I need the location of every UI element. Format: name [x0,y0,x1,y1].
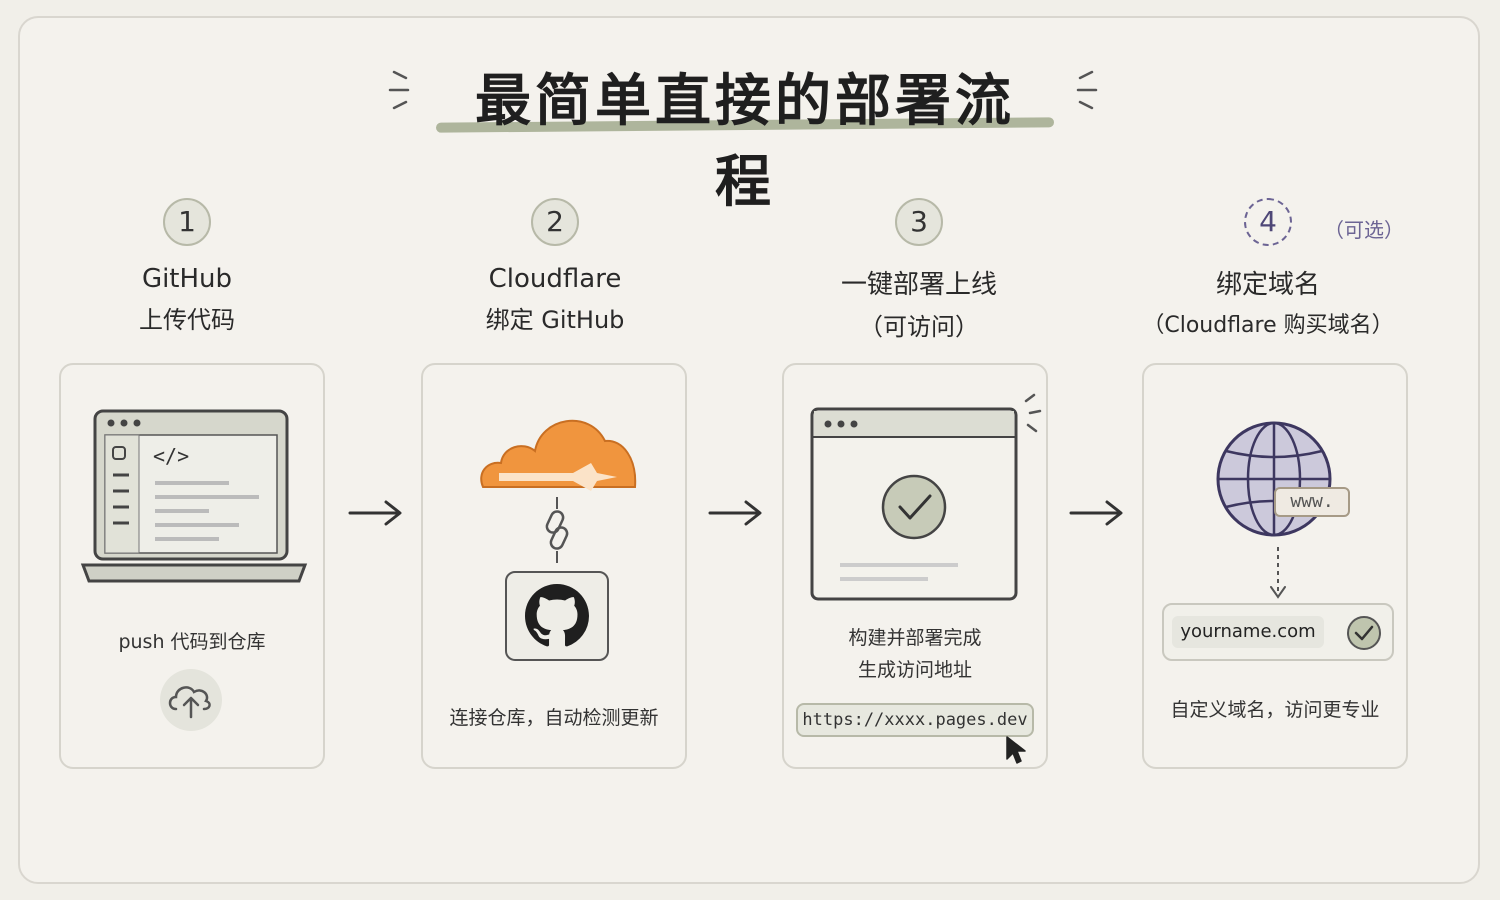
page-title: 最简单直接的部署流程 [475,68,1015,215]
step-2-sublabel: 绑定 GitHub [485,306,625,334]
browser-check-icon [810,393,1042,601]
step-1-sublabel: 上传代码 [139,306,235,334]
laptop-code-icon: </> [80,409,308,583]
step-1-card: </> push 代码到仓库 [59,363,325,769]
cloud-upload-icon [160,669,222,731]
step-3-caption-line1: 构建并部署完成 [848,627,982,649]
arrow-right-icon [348,500,402,526]
step-2-label: Cloudflare [488,264,622,294]
step-1-number: 1 [163,198,211,246]
svg-text:</>: </> [153,444,189,468]
check-icon [1347,616,1381,650]
step-3-caption-line2: 生成访问地址 [857,659,972,681]
github-icon [525,584,589,647]
globe-icon [1216,421,1332,537]
arrow-right-icon [1069,500,1123,526]
step-4-label: 绑定域名 [1215,270,1320,300]
domain-row: yourname.com [1162,603,1394,661]
step-4-card: www. yourname.com 自定义域名，访问更专业 [1142,363,1408,769]
cloudflare-cloud-icon [480,419,637,491]
title-area: 最简单直接的部署流程 [380,48,1120,215]
step-3-label: 一键部署上线 [840,270,997,300]
step-2-head: 2 Cloudflare 绑定 GitHub [405,198,705,335]
step-1-label: GitHub [141,264,233,294]
step-1-head: 1 GitHub 上传代码 [37,198,337,335]
step-4-head: 4 （可选） 绑定域名 （Cloudflare 购买域名） [1118,198,1418,339]
step-2-caption: 连接仓库，自动检测更新 [449,707,659,729]
step-4-caption: 自定义域名，访问更专业 [1170,699,1380,721]
www-badge: www. [1274,487,1350,517]
link-icon [545,497,569,563]
step-3-sublabel: （可访问） [859,313,979,341]
step-2-card: 连接仓库，自动检测更新 [421,363,687,769]
step-3-card: 构建并部署完成 生成访问地址 https://xxxx.pages.dev [782,363,1048,769]
cursor-icon [1006,736,1026,764]
step-3-head: 3 一键部署上线 （可访问） [769,198,1069,342]
step-3-number: 3 [895,198,943,246]
step-1-caption: push 代码到仓库 [118,631,266,653]
step-2-number: 2 [531,198,579,246]
step-4-number: 4 [1244,198,1292,246]
arrow-down-icon [1270,547,1286,599]
domain-field[interactable]: yourname.com [1172,616,1324,648]
right-spark-icon [1076,70,1098,110]
left-spark-icon [388,70,410,110]
step-4-sublabel: （Cloudflare 购买域名） [1142,313,1394,338]
optional-tag: （可选） [1324,218,1404,242]
pages-url[interactable]: https://xxxx.pages.dev [796,703,1034,737]
github-tile [505,571,609,661]
arrow-right-icon [708,500,762,526]
